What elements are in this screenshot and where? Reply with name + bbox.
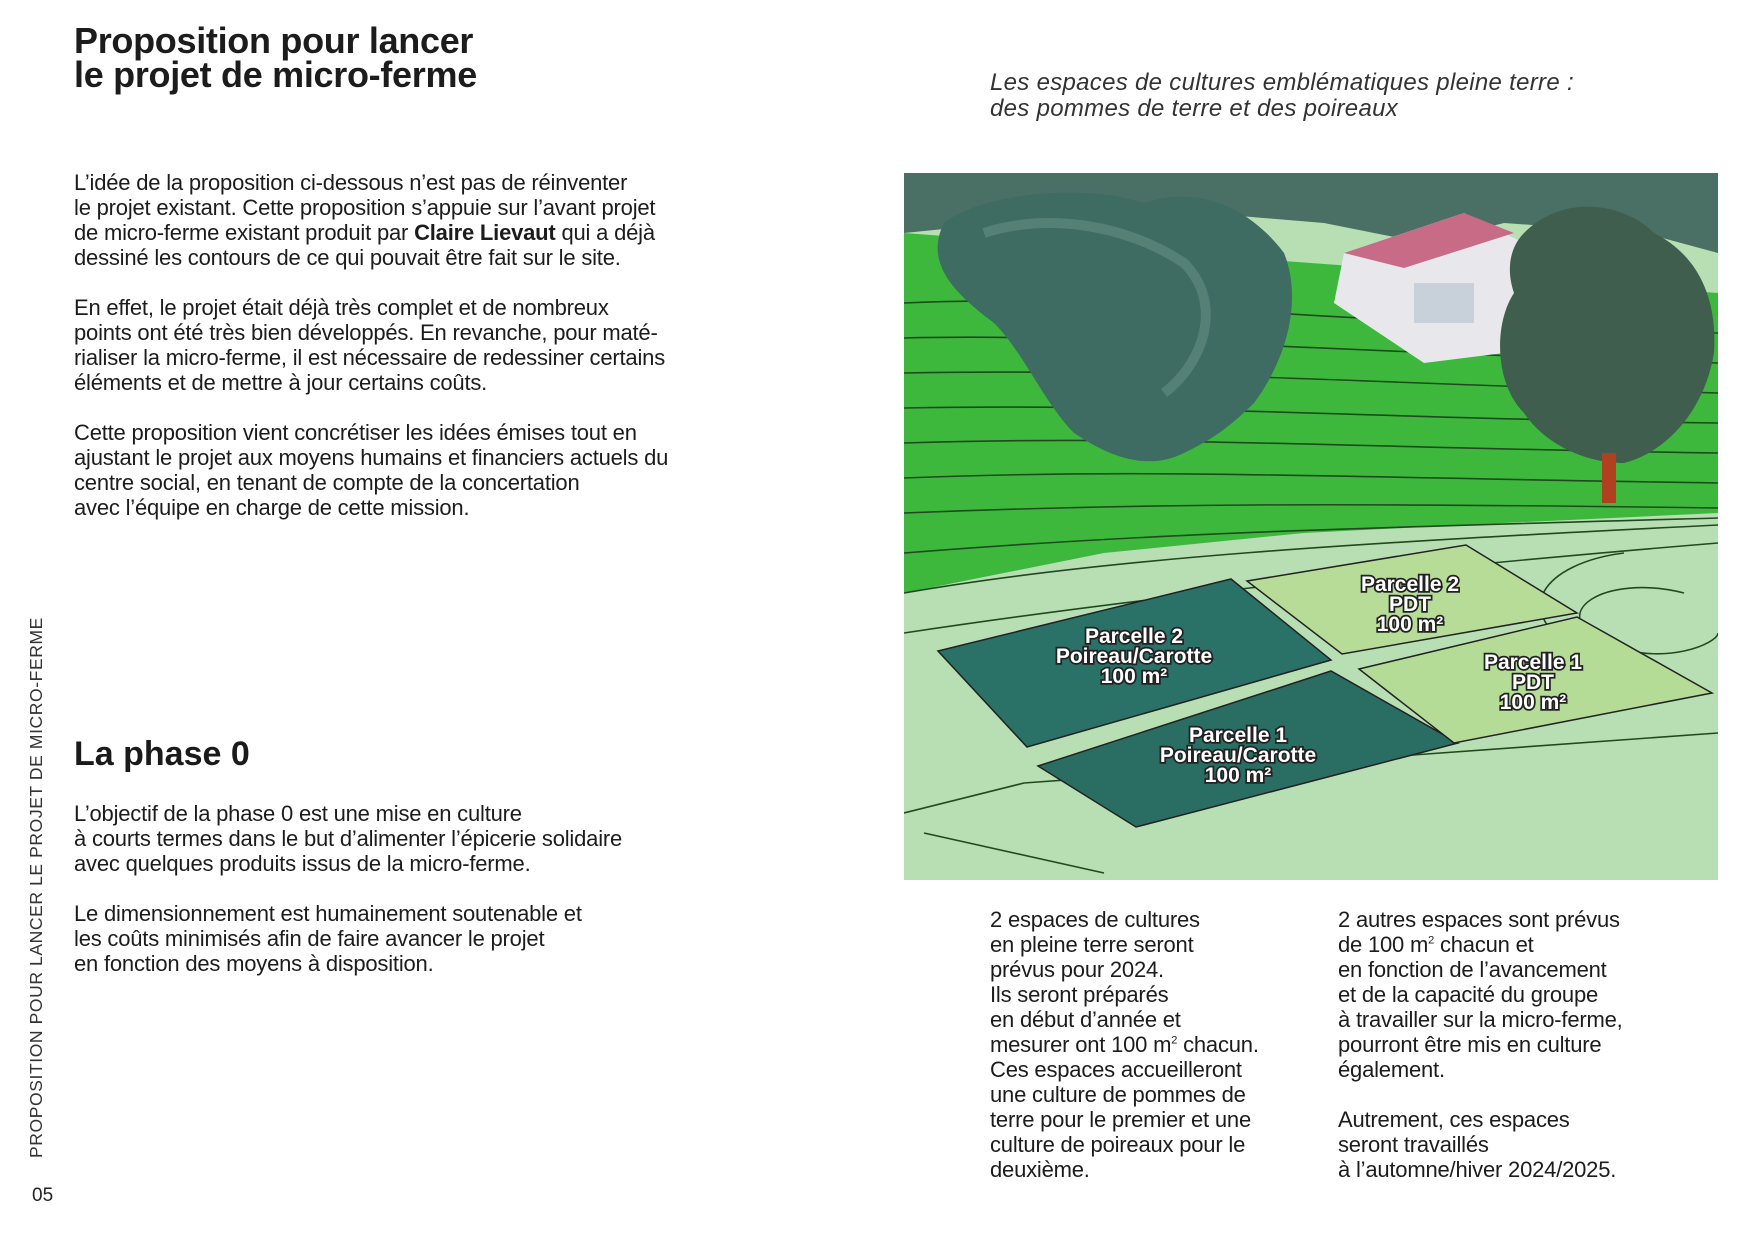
author-name: Claire Lievaut: [414, 220, 556, 245]
text-line: dessiné les contours de ce qui pouvait ê…: [74, 245, 621, 270]
text-line: L’idée de la proposition ci-dessous n’es…: [74, 170, 628, 195]
figure-caption: Les espaces de cultures emblématiques pl…: [990, 70, 1574, 122]
text-span: chacun.: [1177, 1032, 1259, 1057]
parcel-1-pdt: [1357, 616, 1715, 744]
intro-text: L’idée de la proposition ci-dessous n’es…: [74, 170, 774, 545]
text-span: mesurer ont 100 m: [990, 1032, 1172, 1057]
tree-canopy-back: [904, 173, 1718, 253]
text-line: en fonction de l’avancement: [1338, 957, 1607, 982]
parcel-2-pdt: [1245, 544, 1580, 655]
text-line: les coûts minimisés afin de faire avance…: [74, 926, 545, 951]
intro-paragraph-2: En effet, le projet était déjà très comp…: [74, 295, 774, 395]
phase-paragraph-2: Le dimensionnement est humainement soute…: [74, 901, 774, 976]
right-column-text: 2 autres espaces sont prévus de 100 m2 c…: [1338, 907, 1623, 1207]
text-line: terre pour le premier et une: [990, 1107, 1251, 1132]
label-line: Poireau/Carotte: [1160, 744, 1316, 767]
page-title-line: Proposition pour lancer: [74, 20, 474, 61]
parcel-2-poireau: [936, 578, 1333, 748]
text-line: avec quelques produits issus de la micro…: [74, 851, 531, 876]
text-line: L’objectif de la phase 0 est une mise en…: [74, 801, 522, 826]
superscript: 2: [1428, 934, 1435, 947]
text-line: de micro-ferme existant produit par Clai…: [74, 220, 774, 245]
text-line: avec l’équipe en charge de cette mission…: [74, 495, 470, 520]
text-line: en pleine terre seront: [990, 932, 1194, 957]
text-line: en fonction des moyens à disposition.: [74, 951, 434, 976]
text-line: deuxième.: [990, 1157, 1090, 1182]
text-line: rialiser la micro-ferme, il est nécessai…: [74, 345, 665, 370]
text-line: également.: [1338, 1057, 1445, 1082]
round-tree-icon: [1500, 206, 1715, 463]
superscript: 2: [1171, 1034, 1178, 1047]
building-roof: [1344, 213, 1514, 268]
page-title: Proposition pour lancer le projet de mic…: [74, 20, 477, 95]
text-line: de 100 m2 chacun et: [1338, 932, 1623, 957]
caption-line: Les espaces de cultures emblématiques pl…: [990, 69, 1574, 96]
parcel-label-1-poireau: Parcelle 1 Poireau/Carotte 100 m²: [1158, 722, 1318, 789]
intro-paragraph-3: Cette proposition vient concrétiser les …: [74, 420, 774, 520]
phase-paragraph-1: L’objectif de la phase 0 est une mise en…: [74, 801, 774, 876]
parcel-label-2-poireau: Parcelle 2 Poireau/Carotte 100 m²: [1054, 623, 1214, 690]
label-line: Parcelle 2: [1361, 573, 1459, 596]
running-title: PROPOSITION POUR LANCER LE PROJET DE MIC…: [26, 617, 46, 1158]
text-line: éléments et de mettre à jour certains co…: [74, 370, 488, 395]
page-number: 05: [32, 1185, 54, 1206]
text-line: mesurer ont 100 m2 chacun.: [990, 1032, 1259, 1057]
label-line: 100 m²: [1205, 764, 1272, 787]
text-line: le projet existant. Cette proposition s’…: [74, 195, 656, 220]
text-line: à l’automne/hiver 2024/2025.: [1338, 1157, 1617, 1182]
text-line: en début d’année et: [990, 1007, 1181, 1032]
text-line: 2 espaces de cultures: [990, 907, 1200, 932]
text-line: une culture de pommes de: [990, 1082, 1246, 1107]
text-span: chacun et: [1434, 932, 1534, 957]
text-line: Le dimensionnement est humainement soute…: [74, 901, 582, 926]
large-tree-icon: [937, 192, 1293, 462]
phase-0-text: L’objectif de la phase 0 est une mise en…: [74, 801, 774, 1001]
label-line: Parcelle 1: [1484, 651, 1582, 674]
text-line: En effet, le projet était déjà très comp…: [74, 295, 609, 320]
label-line: 100 m²: [1101, 665, 1168, 688]
tree-trunk: [1602, 453, 1616, 503]
label-line: 100 m²: [1500, 691, 1567, 714]
label-line: Poireau/Carotte: [1056, 645, 1212, 668]
text-line: Ils seront préparés: [990, 982, 1169, 1007]
parcel-1-poireau: [1036, 670, 1460, 828]
text-line: points ont été très bien développés. En …: [74, 320, 658, 345]
intro-paragraph-1: L’idée de la proposition ci-dessous n’es…: [74, 170, 774, 270]
text-line: à courts termes dans le but d’alimenter …: [74, 826, 623, 851]
text-span: qui a déjà: [555, 220, 655, 245]
text-line: et de la capacité du groupe: [1338, 982, 1599, 1007]
page-title-line: le projet de micro-ferme: [74, 54, 477, 95]
text-line: centre social, en tenant de compte de la…: [74, 470, 580, 495]
text-line: pourront être mis en culture: [1338, 1032, 1602, 1057]
left-column-text: 2 espaces de cultures en pleine terre se…: [990, 907, 1259, 1182]
text-line: seront travaillés: [1338, 1132, 1489, 1157]
label-line: Parcelle 1: [1189, 724, 1287, 747]
label-line: 100 m²: [1377, 613, 1444, 636]
text-span: de 100 m: [1338, 932, 1429, 957]
parcel-label-2-pdt: Parcelle 2 PDT 100 m²: [1359, 571, 1461, 638]
text-line: prévus pour 2024.: [990, 957, 1164, 982]
text-line: culture de poireaux pour le: [990, 1132, 1246, 1157]
text-line: ajustant le projet aux moyens humains et…: [74, 445, 669, 470]
section-heading-phase-0: La phase 0: [74, 735, 250, 773]
text-line: Ces espaces accueilleront: [990, 1057, 1242, 1082]
text-line: à travailler sur la micro-ferme,: [1338, 1007, 1623, 1032]
parcel-label-1-pdt: Parcelle 1 PDT 100 m²: [1482, 649, 1584, 716]
parcels: [936, 544, 1715, 828]
text-span: de micro-ferme existant produit par: [74, 220, 415, 245]
label-line: PDT: [1512, 671, 1554, 694]
text-line: Cette proposition vient concrétiser les …: [74, 420, 637, 445]
label-line: Parcelle 2: [1085, 625, 1183, 648]
caption-line: des pommes de terre et des poireaux: [990, 95, 1399, 122]
site-plan-rendering: Parcelle 2 Poireau/Carotte 100 m² Parcel…: [904, 173, 1718, 880]
label-line: PDT: [1389, 593, 1431, 616]
text-line: Autrement, ces espaces: [1338, 1107, 1570, 1132]
text-line: 2 autres espaces sont prévus: [1338, 907, 1620, 932]
